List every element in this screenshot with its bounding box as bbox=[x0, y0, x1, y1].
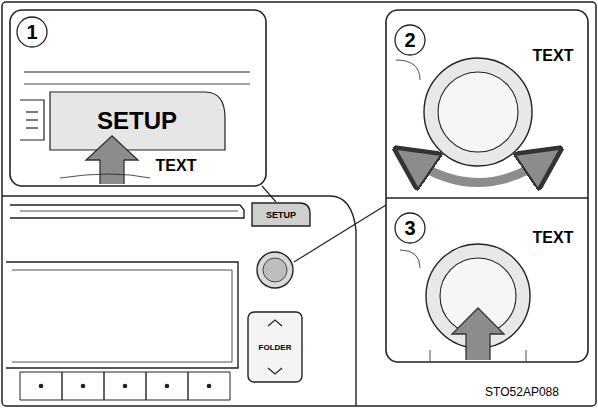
figure-code: STO52AP088 bbox=[485, 386, 559, 398]
callout-panel bbox=[386, 10, 588, 362]
button-label: FOLDER bbox=[259, 343, 292, 352]
folder-button: FOLDER bbox=[250, 333, 300, 361]
function-label: TEXT bbox=[533, 230, 574, 246]
button-label: SETUP bbox=[97, 107, 177, 135]
callout-number: 1 bbox=[26, 22, 37, 42]
leader-line bbox=[262, 186, 276, 202]
frame bbox=[2, 2, 596, 406]
leader-line bbox=[294, 205, 386, 262]
setup-button: SETUP bbox=[254, 205, 308, 225]
callout-number: 3 bbox=[404, 218, 415, 238]
function-label: TEXT bbox=[156, 158, 197, 174]
function-label: TEXT bbox=[533, 48, 574, 64]
callout-panel bbox=[10, 10, 266, 186]
audio-unit bbox=[2, 196, 356, 406]
setup-button: SETUP bbox=[52, 94, 222, 148]
callout-number: 2 bbox=[404, 30, 415, 50]
button-label: SETUP bbox=[266, 210, 296, 220]
